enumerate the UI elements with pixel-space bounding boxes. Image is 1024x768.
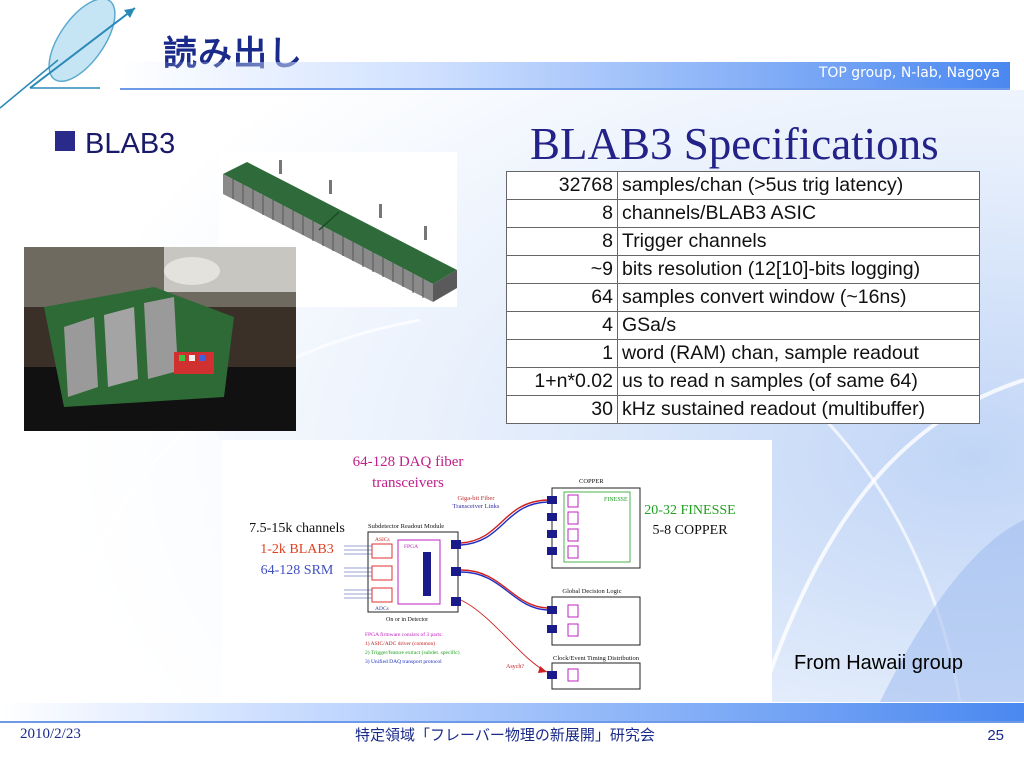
channels-label: 7.5-15k channels — [249, 521, 345, 536]
readout-architecture-diagram: 64-128 DAQ fiber transceivers Giga-bit F… — [222, 440, 772, 716]
spec-value: 30 — [506, 395, 618, 424]
finesse-count: 20-32 FINESSE — [644, 503, 735, 518]
spec-value: 32768 — [506, 171, 618, 200]
daq-fiber-label-2: transceivers — [372, 475, 444, 491]
spec-description: bits resolution (12[10]-bits logging) — [617, 255, 980, 284]
footer-bar — [0, 703, 1024, 721]
spec-description: kHz sustained readout (multibuffer) — [617, 395, 980, 424]
firmware-title: FPGA firmware consists of 3 parts: — [365, 631, 443, 638]
spec-description: GSa/s — [617, 311, 980, 340]
firmware-item-2: 2) Trigger/feature extract (subdet. spec… — [365, 649, 460, 656]
header-divider — [120, 88, 1010, 90]
credit-label: From Hawaii group — [794, 652, 963, 674]
fpga-label: FPGA — [404, 544, 418, 550]
spec-value: 4 — [506, 311, 618, 340]
group-label: TOP group, N-lab, Nagoya — [818, 65, 1000, 81]
spec-description: channels/BLAB3 ASIC — [617, 199, 980, 228]
spec-value: 64 — [506, 283, 618, 312]
spec-description: samples convert window (~16ns) — [617, 283, 980, 312]
header-bar — [120, 62, 1010, 88]
spec-value: 8 — [506, 227, 618, 256]
bullet-label: BLAB3 — [85, 128, 176, 160]
adcs-label: ADCs — [375, 606, 389, 612]
asych-label: Asych? — [506, 664, 524, 670]
square-bullet-icon — [55, 131, 75, 151]
srm-count: 64-128 SRM — [261, 563, 334, 578]
readout-module-label: Subdetector Readout Module — [368, 523, 444, 530]
firmware-item-1: 1) ASIC/ADC driver (common) — [365, 640, 435, 647]
spec-value: 1+n*0.02 — [506, 367, 618, 396]
spec-description: Trigger channels — [617, 227, 980, 256]
spec-value: ~9 — [506, 255, 618, 284]
footer-divider — [0, 721, 1024, 723]
finesse-box-label: FINESSE — [604, 497, 628, 503]
specs-title: BLAB3 Specifications — [530, 119, 939, 169]
firmware-item-3: 3) Unified DAQ transport protocol — [365, 658, 442, 665]
spec-description: samples/chan (>5us trig latency) — [617, 171, 980, 200]
hardware-photo — [24, 247, 296, 431]
copper-count: 5-8 COPPER — [652, 523, 728, 538]
spec-value: 1 — [506, 339, 618, 368]
footer-date: 2010/2/23 — [20, 726, 81, 742]
gigabit-label-2: Transceiver Links — [453, 503, 500, 510]
spec-description: us to read n samples (of same 64) — [617, 367, 980, 396]
gigabit-label-1: Giga-bit Fiber — [457, 495, 495, 502]
global-decision-label: Global Decision Logic — [562, 588, 621, 595]
global-decision-box — [551, 596, 641, 646]
spec-description: word (RAM) chan, sample readout — [617, 339, 980, 368]
copper-box — [551, 487, 641, 569]
blab3-count: 1-2k BLAB3 — [260, 542, 334, 557]
bullet-item: BLAB3 — [55, 128, 175, 161]
on-detector-label: On or in Detector — [386, 617, 428, 623]
asics-label: ASICs — [375, 537, 390, 543]
copper-label: COPPER — [579, 478, 604, 485]
footer-meeting-title: 特定領域「フレーバー物理の新展開」研究会 — [355, 726, 655, 744]
clock-timing-label: Clock/Event Timing Distribution — [553, 655, 640, 662]
daq-fiber-label-1: 64-128 DAQ fiber — [353, 454, 464, 470]
fpga-box — [397, 539, 441, 605]
spec-value: 8 — [506, 199, 618, 228]
dish-logo-icon — [0, 0, 136, 109]
page-number: 25 — [987, 727, 1004, 744]
